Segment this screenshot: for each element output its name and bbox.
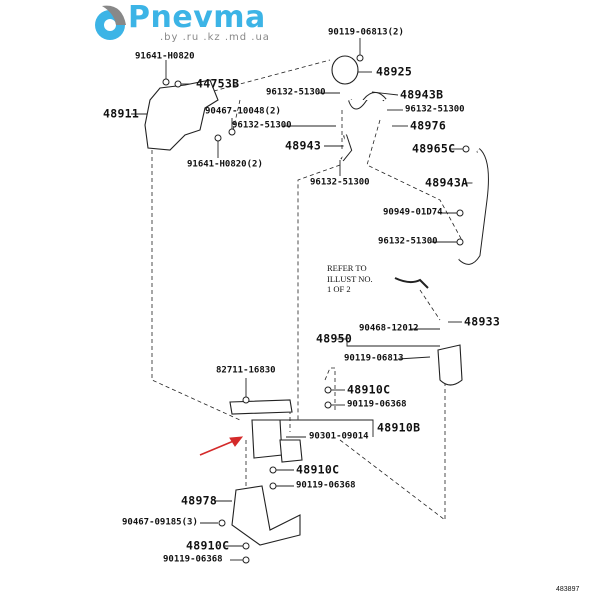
part-label[interactable]: 90119-06813(2) <box>328 27 404 38</box>
note-line: 1 OF 2 <box>327 284 351 295</box>
part-label[interactable]: 90467-10048(2) <box>205 106 281 117</box>
part-label[interactable]: 90468-12012 <box>359 323 419 334</box>
part-label[interactable]: 44753B <box>196 76 240 91</box>
part-label[interactable]: 91641-H0820(2) <box>187 159 263 170</box>
part-label[interactable]: 91641-H0820 <box>135 51 195 62</box>
note-line: REFER TO <box>327 263 367 273</box>
refer-note: REFER TO ILLUST NO. 1 OF 2 <box>327 263 373 295</box>
part-label[interactable]: 48978 <box>181 493 218 508</box>
note-line: ILLUST NO. <box>327 273 373 284</box>
logo-text: Pnevma <box>128 0 266 35</box>
part-label[interactable]: 48950 <box>316 331 353 346</box>
part-label[interactable]: 48943 <box>285 138 322 153</box>
logo-domains: .by .ru .kz .md .ua <box>160 32 270 43</box>
part-label[interactable]: 82711-16830 <box>216 365 276 376</box>
pnevma-logo-icon <box>95 5 126 40</box>
red-arrow-icon <box>199 436 244 456</box>
part-label[interactable]: 48943A <box>425 175 469 190</box>
part-label[interactable]: 90467-09185(3) <box>122 517 198 528</box>
part-label[interactable]: 90119-06368 <box>347 399 407 410</box>
part-label[interactable]: 48910C <box>296 462 340 477</box>
part-label[interactable]: 90119-06368 <box>296 480 356 491</box>
part-label[interactable]: 48965C <box>412 141 456 156</box>
part-label[interactable]: 90119-06368 <box>163 554 223 565</box>
part-label[interactable]: 48933 <box>464 314 501 329</box>
part-label[interactable]: 48976 <box>410 118 447 133</box>
part-label[interactable]: 90949-01D74 <box>383 207 443 218</box>
part-label[interactable]: 48910C <box>186 538 230 553</box>
part-label[interactable]: 48910C <box>347 382 391 397</box>
part-label[interactable]: 48925 <box>376 64 413 79</box>
part-label[interactable]: 48911 <box>103 106 140 121</box>
part-label[interactable]: 90119-06813 <box>344 353 404 364</box>
part-label[interactable]: 48943B <box>400 87 444 102</box>
part-label[interactable]: 96132-51300 <box>378 236 438 247</box>
part-label[interactable]: 96132-51300 <box>405 104 465 115</box>
part-label[interactable]: 96132-51300 <box>266 87 326 98</box>
part-label[interactable]: 96132-51300 <box>310 177 370 188</box>
part-label[interactable]: 90301-09014 <box>309 431 369 442</box>
part-label[interactable]: 48910B <box>377 420 421 435</box>
part-label[interactable]: 96132-51300 <box>232 120 292 131</box>
diagram-reference-number: 483897 <box>556 586 580 593</box>
